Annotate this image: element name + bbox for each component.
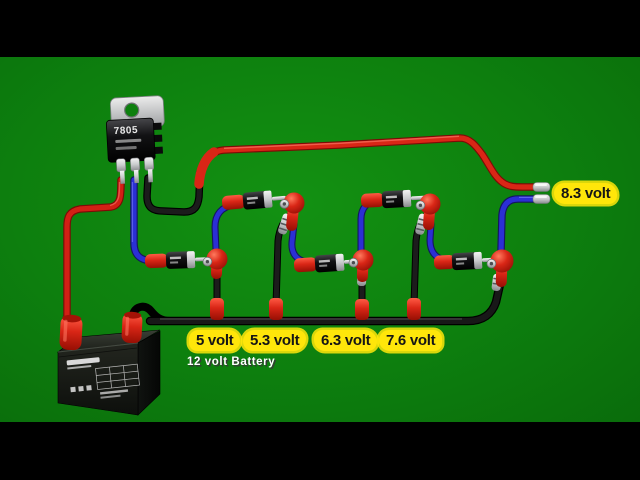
regulator-output-black-wire [143, 168, 204, 216]
elbow-connector-1 [279, 192, 305, 231]
output-tip-red [532, 182, 551, 192]
battery-caption: 12 volt Battery [187, 356, 276, 368]
ground-bus-wire [129, 275, 506, 326]
voltage-label-5-3v: 5.3 volt [243, 330, 307, 351]
diode-5 [433, 251, 495, 271]
elbow-connector-3 [202, 248, 228, 280]
regulator-part-number: 7805 [114, 125, 139, 137]
voltage-label-8-3v: 8.3 volt [554, 183, 618, 204]
output-blue-wire [497, 195, 542, 256]
splice-shrink [194, 147, 219, 189]
elbow-connector-2 [415, 193, 441, 230]
output-tip-blue [532, 194, 551, 204]
battery-terminal-negative [121, 311, 143, 344]
letterbox-top [0, 0, 640, 57]
output-red-wire [194, 134, 542, 191]
regulator-legs [116, 156, 155, 184]
battery-front-face [57, 342, 139, 416]
diode-2 [360, 189, 425, 209]
voltage-label-5v: 5 volt [189, 330, 241, 351]
elbow-connector-5 [486, 249, 514, 288]
bus-junction-sleeves [210, 298, 421, 320]
regulator-mounting-hole [124, 102, 140, 118]
letterbox-bottom [0, 422, 640, 480]
battery-right-face [137, 330, 161, 416]
diode-3 [144, 251, 209, 269]
voltage-label-6-3v: 6.3 volt [314, 330, 378, 351]
battery-terminal-positive [59, 314, 83, 351]
blue-link-elbow1-up [211, 201, 237, 254]
diode-1 [221, 190, 286, 210]
elbow-connector-4 [348, 249, 374, 283]
battery [56, 311, 161, 416]
battery-positive-wire [63, 176, 125, 338]
voltage-label-7-6v: 7.6 volt [379, 330, 443, 351]
battery-label [66, 357, 140, 399]
regulator-7805: 7805 [105, 95, 165, 184]
